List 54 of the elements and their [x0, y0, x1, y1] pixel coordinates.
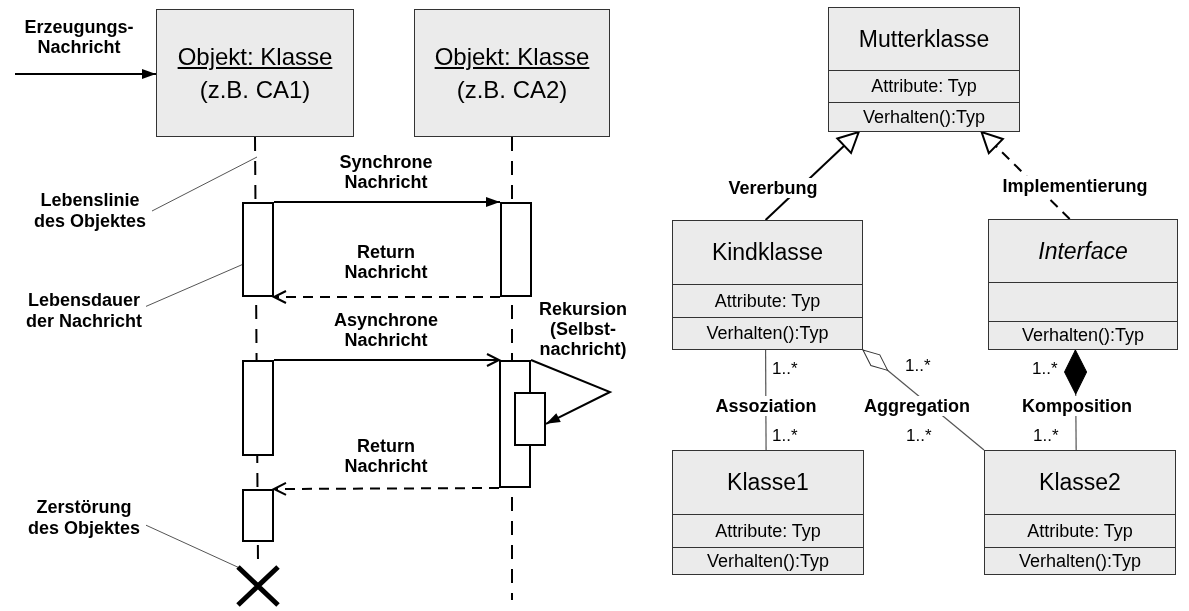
class-name: Klasse1	[726, 468, 810, 497]
method-text: Verhalten():Typ	[673, 547, 863, 574]
leader-line	[151, 156, 258, 212]
multiplicity-label: 1..*	[906, 426, 932, 445]
multiplicity-label: 1..*	[905, 356, 931, 375]
leader-line	[145, 524, 240, 569]
edge-label: Vererbung	[726, 178, 820, 198]
object-name: Objekt: Klasse	[434, 42, 590, 72]
class-name: Kindklasse	[710, 238, 825, 267]
attribute-text: Attribute: Typ	[829, 70, 1019, 102]
annotation-text: Lebenslinie des Objektes	[28, 188, 152, 234]
class-name: Mutterklasse	[857, 24, 991, 54]
arrow	[273, 290, 501, 304]
edge-label: Aggregation	[862, 396, 972, 416]
arrow	[530, 359, 613, 425]
leader-line	[145, 264, 243, 307]
arrow	[273, 481, 500, 496]
multiplicity-label: 1..*	[772, 359, 798, 378]
instance-label: (z.B. CA1)	[199, 75, 311, 105]
edge-label: Assoziation	[713, 396, 819, 416]
activation-bar	[514, 392, 546, 446]
activation-bar	[242, 202, 274, 297]
method-text: Verhalten():Typ	[673, 317, 862, 349]
class-name: Klasse2	[1038, 468, 1122, 497]
activation-bar	[242, 489, 274, 542]
arrow	[273, 353, 500, 367]
annotation-text: Zerstörung des Objektes	[22, 494, 146, 542]
edge-label: Komposition	[1020, 396, 1134, 416]
method-text: Verhalten():Typ	[985, 547, 1175, 574]
attribute-text: Attribute: Typ	[673, 514, 863, 547]
class-name: Interface	[1037, 236, 1129, 266]
edge-label: Implementierung	[1000, 176, 1150, 196]
attribute-text: Attribute: Typ	[673, 284, 862, 317]
activation-bar	[500, 202, 532, 297]
class-box	[672, 450, 864, 575]
activation-bar	[242, 360, 274, 456]
annotation-text: Lebensdauer der Nachricht	[22, 288, 146, 334]
multiplicity-label: 1..*	[1033, 426, 1059, 445]
multiplicity-label: 1..*	[1032, 359, 1058, 378]
class-box	[984, 450, 1176, 575]
object-box	[414, 9, 610, 137]
instance-label: (z.B. CA2)	[456, 75, 568, 105]
connector	[1064, 349, 1088, 451]
arrow	[14, 69, 157, 79]
method-text: Verhalten():Typ	[829, 102, 1019, 131]
method-text: Verhalten():Typ	[989, 321, 1177, 349]
object-box	[156, 9, 354, 137]
class-box	[828, 7, 1020, 132]
class-box	[672, 220, 863, 350]
class-box	[988, 219, 1178, 350]
arrow	[273, 197, 501, 207]
multiplicity-label: 1..*	[772, 426, 798, 445]
attribute-text: Attribute: Typ	[985, 514, 1175, 547]
object-name: Objekt: Klasse	[177, 42, 333, 72]
